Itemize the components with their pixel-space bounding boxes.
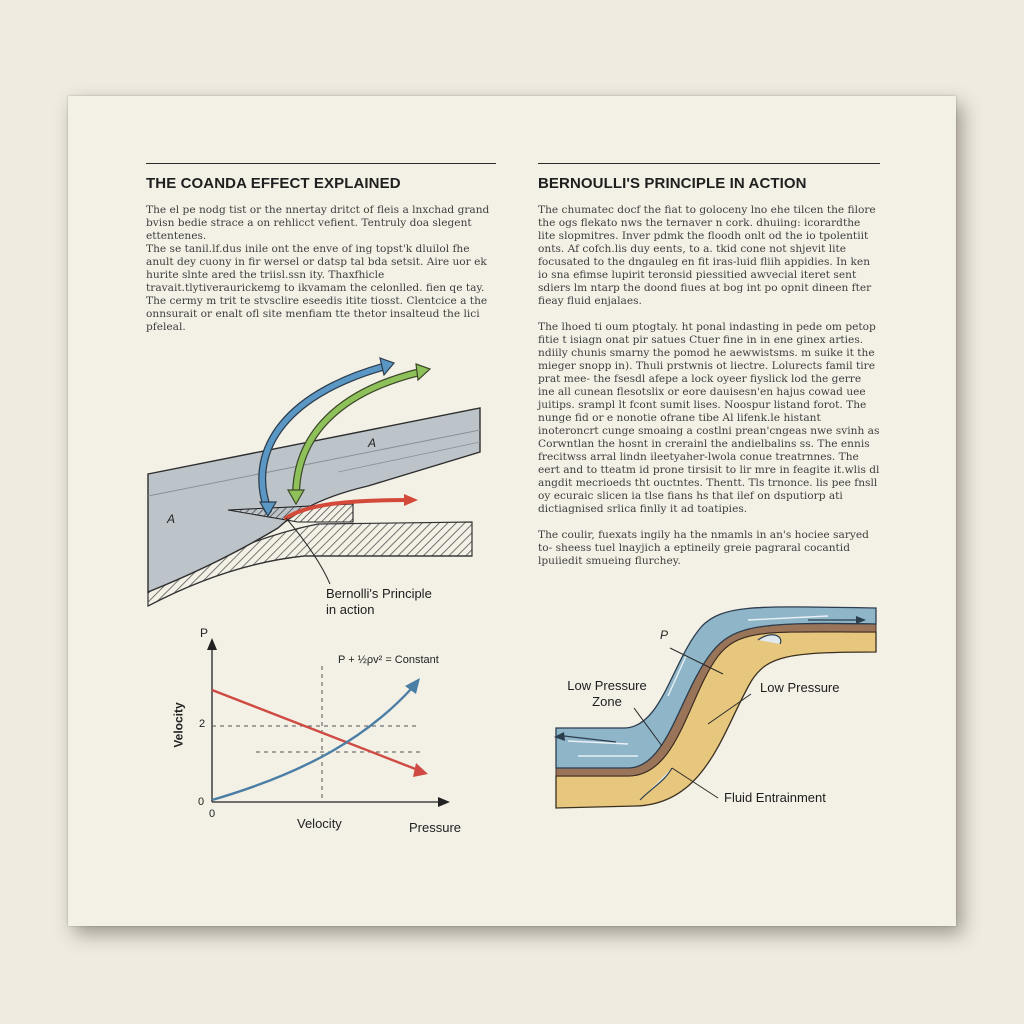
blue-velocity-curve <box>211 687 413 802</box>
low-pressure-zone-line-1: Low Pressure <box>567 678 647 693</box>
right-paragraph-1: The chumatec docf the fiat to goloceny l… <box>538 204 876 307</box>
sand-layer <box>555 631 877 809</box>
right-body-text: The chumatec docf the fiat to goloceny l… <box>538 204 880 568</box>
graph-tick-2: 2 <box>199 718 206 730</box>
red-pressure-line <box>211 688 419 772</box>
right-heading-rule <box>538 163 880 164</box>
graph-y-axis-label: Velocity <box>171 702 186 748</box>
wing-letter-a: A <box>368 436 377 450</box>
red-flow-arrow <box>284 498 410 520</box>
low-pressure-label: Low Pressure <box>760 680 840 695</box>
right-paragraph-2: The lhoed ti oum ptogtaly. ht ponal inda… <box>538 321 880 515</box>
fluid-entrainment-label: Fluid Entrainment <box>724 790 826 805</box>
graph-tick-origin-x: 0 <box>209 808 216 820</box>
left-paragraph-1: The el pe nodg tist or the nnertay dritc… <box>146 204 490 242</box>
green-flow-arrow <box>292 368 424 500</box>
left-heading-rule <box>146 163 496 164</box>
left-paragraph-2: The se tanil.lf.dus inile ont the enve o… <box>146 243 488 333</box>
document-page: THE COANDA EFFECT EXPLAINED The el pe no… <box>68 96 956 926</box>
left-heading: THE COANDA EFFECT EXPLAINED <box>146 175 401 192</box>
graph-y-letter: P <box>200 626 209 640</box>
graph-x-axis-label: Velocity <box>297 816 342 831</box>
caption-line-1: Bernolli's Principle <box>326 586 432 601</box>
low-pressure-zone-line-2: Zone <box>592 694 622 709</box>
graph-tick-origin-y: 0 <box>198 796 205 808</box>
right-paragraph-3: The coulir, fuexats ingily ha the nmamls… <box>538 529 869 567</box>
trailing-edge-wedge <box>227 503 354 523</box>
left-body-text: The el pe nodg tist or the nnertay dritc… <box>146 204 496 334</box>
graph-x-axis-label-right: Pressure <box>409 820 462 835</box>
fluid-letter-p: P <box>660 628 669 642</box>
right-heading: BERNOULLI'S PRINCIPLE IN ACTION <box>538 175 807 192</box>
caption-line-2: in action <box>326 602 375 617</box>
graph-formula: P + ½ρv² = Constant <box>338 654 439 666</box>
low-pressure-zone-label: Low Pressure Zone <box>562 678 652 710</box>
bernoulli-caption: Bernolli's Principle in action <box>326 586 432 618</box>
wing-body <box>147 407 481 594</box>
wing-letter-b: A <box>167 512 176 526</box>
